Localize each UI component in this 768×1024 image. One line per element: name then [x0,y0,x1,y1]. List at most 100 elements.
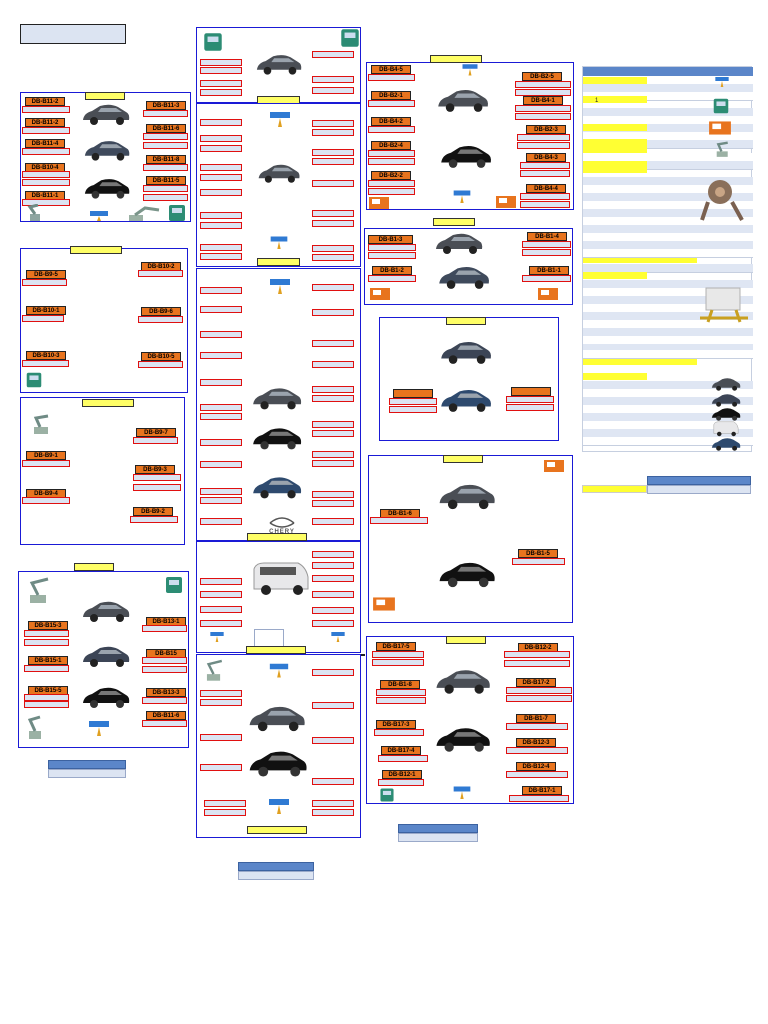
station-label: DB-B4-1 [523,96,563,105]
car-icon [441,146,491,168]
station-label: DB-B4-2 [371,117,411,126]
panel-b1-lower-tab [443,455,483,463]
station-label: DB-B17-2 [516,678,556,687]
value-box [200,67,242,74]
value-box [504,660,570,667]
value-box [22,127,70,134]
value-box [515,89,571,96]
panel-b2-tab [430,55,482,63]
value-box [200,591,242,598]
welding-machine-icon [26,372,42,388]
panel-g [379,317,559,441]
spot-welding-gun-icon [269,663,289,678]
value-box [142,625,187,632]
station-label: DB-B11-4 [25,139,65,148]
value-box [142,720,187,727]
spot-welding-gun-icon [453,786,471,799]
value-box [517,134,570,141]
station-label: DB-B9-1 [26,451,66,460]
center-tab [257,258,300,266]
value-box [24,639,69,646]
car-icon [711,438,741,451]
car-icon [436,233,483,254]
station-label [393,389,433,398]
spot-welding-gun-icon [90,211,108,221]
car-icon [441,342,491,364]
value-box [24,630,69,637]
value-box [506,771,568,778]
welding-robot-icon [29,577,49,603]
station-label: DB-B11-2 [25,118,65,127]
value-box [517,142,570,149]
highlight-bar [583,96,647,103]
car-icon [711,378,741,391]
station-label: DB-B11-3 [146,101,186,110]
value-box [200,497,242,504]
value-box [368,275,416,282]
value-box [312,591,354,598]
value-box [200,413,242,420]
station-label: DB-B2-4 [371,141,411,150]
value-box [374,729,424,736]
value-box [368,252,416,259]
car-icon [83,601,130,622]
panel-b11-tab [85,92,125,100]
highlight-bar [583,256,697,263]
welding-machine-icon [169,205,185,221]
legend-button[interactable] [647,476,751,485]
car-icon [258,164,300,183]
value-box [22,171,70,178]
station-label: DB-B11-6 [146,124,186,133]
value-box [312,284,354,291]
station-label: DB-B12-3 [516,738,556,747]
value-box [22,360,69,367]
value-box [200,212,242,219]
value-box [368,150,415,157]
value-box [312,551,354,558]
highlight-bar [583,124,647,131]
station-label: DB-B10-1 [26,306,66,315]
station-label: DB-B11-6 [146,711,186,720]
value-box [312,158,354,165]
value-box [143,142,188,149]
value-box [312,800,354,807]
value-box [312,180,354,187]
spot-welding-gun-icon [715,77,729,87]
value-box [200,135,242,142]
welding-robot-icon [27,204,40,221]
legend-button[interactable] [48,760,126,769]
value-box [368,158,415,165]
panel-b1-lower [368,455,573,623]
value-box [312,51,354,58]
value-box [312,737,354,744]
station-label: DB-B9-2 [133,507,173,516]
value-box [368,180,415,187]
value-box [200,578,242,585]
legend-button[interactable] [238,862,314,871]
value-box [200,439,242,446]
value-box [515,105,571,112]
value-box [24,665,69,672]
station-label: DB-B4-3 [526,153,566,162]
station-label: DB-B2-3 [526,125,566,134]
welding-robot-icon [33,414,49,434]
welding-robot-icon [129,206,160,221]
car-icon [438,90,488,112]
panel-b17-tab [446,636,486,644]
value-box [312,562,354,569]
value-box [389,398,437,405]
title-box [20,24,126,44]
spot-welding-gun-icon [270,279,290,294]
spot-welding-gun-icon [210,632,224,642]
car-icon [249,706,305,732]
value-box [312,809,354,816]
welding-machine-icon [713,98,729,114]
legend-button[interactable] [398,824,478,833]
highlight-bar [583,358,697,365]
van-icon [253,562,309,595]
chery-logo-icon [269,517,295,528]
value-box [515,113,571,120]
value-box [372,659,424,666]
value-box [312,620,354,627]
value-box [376,697,426,704]
